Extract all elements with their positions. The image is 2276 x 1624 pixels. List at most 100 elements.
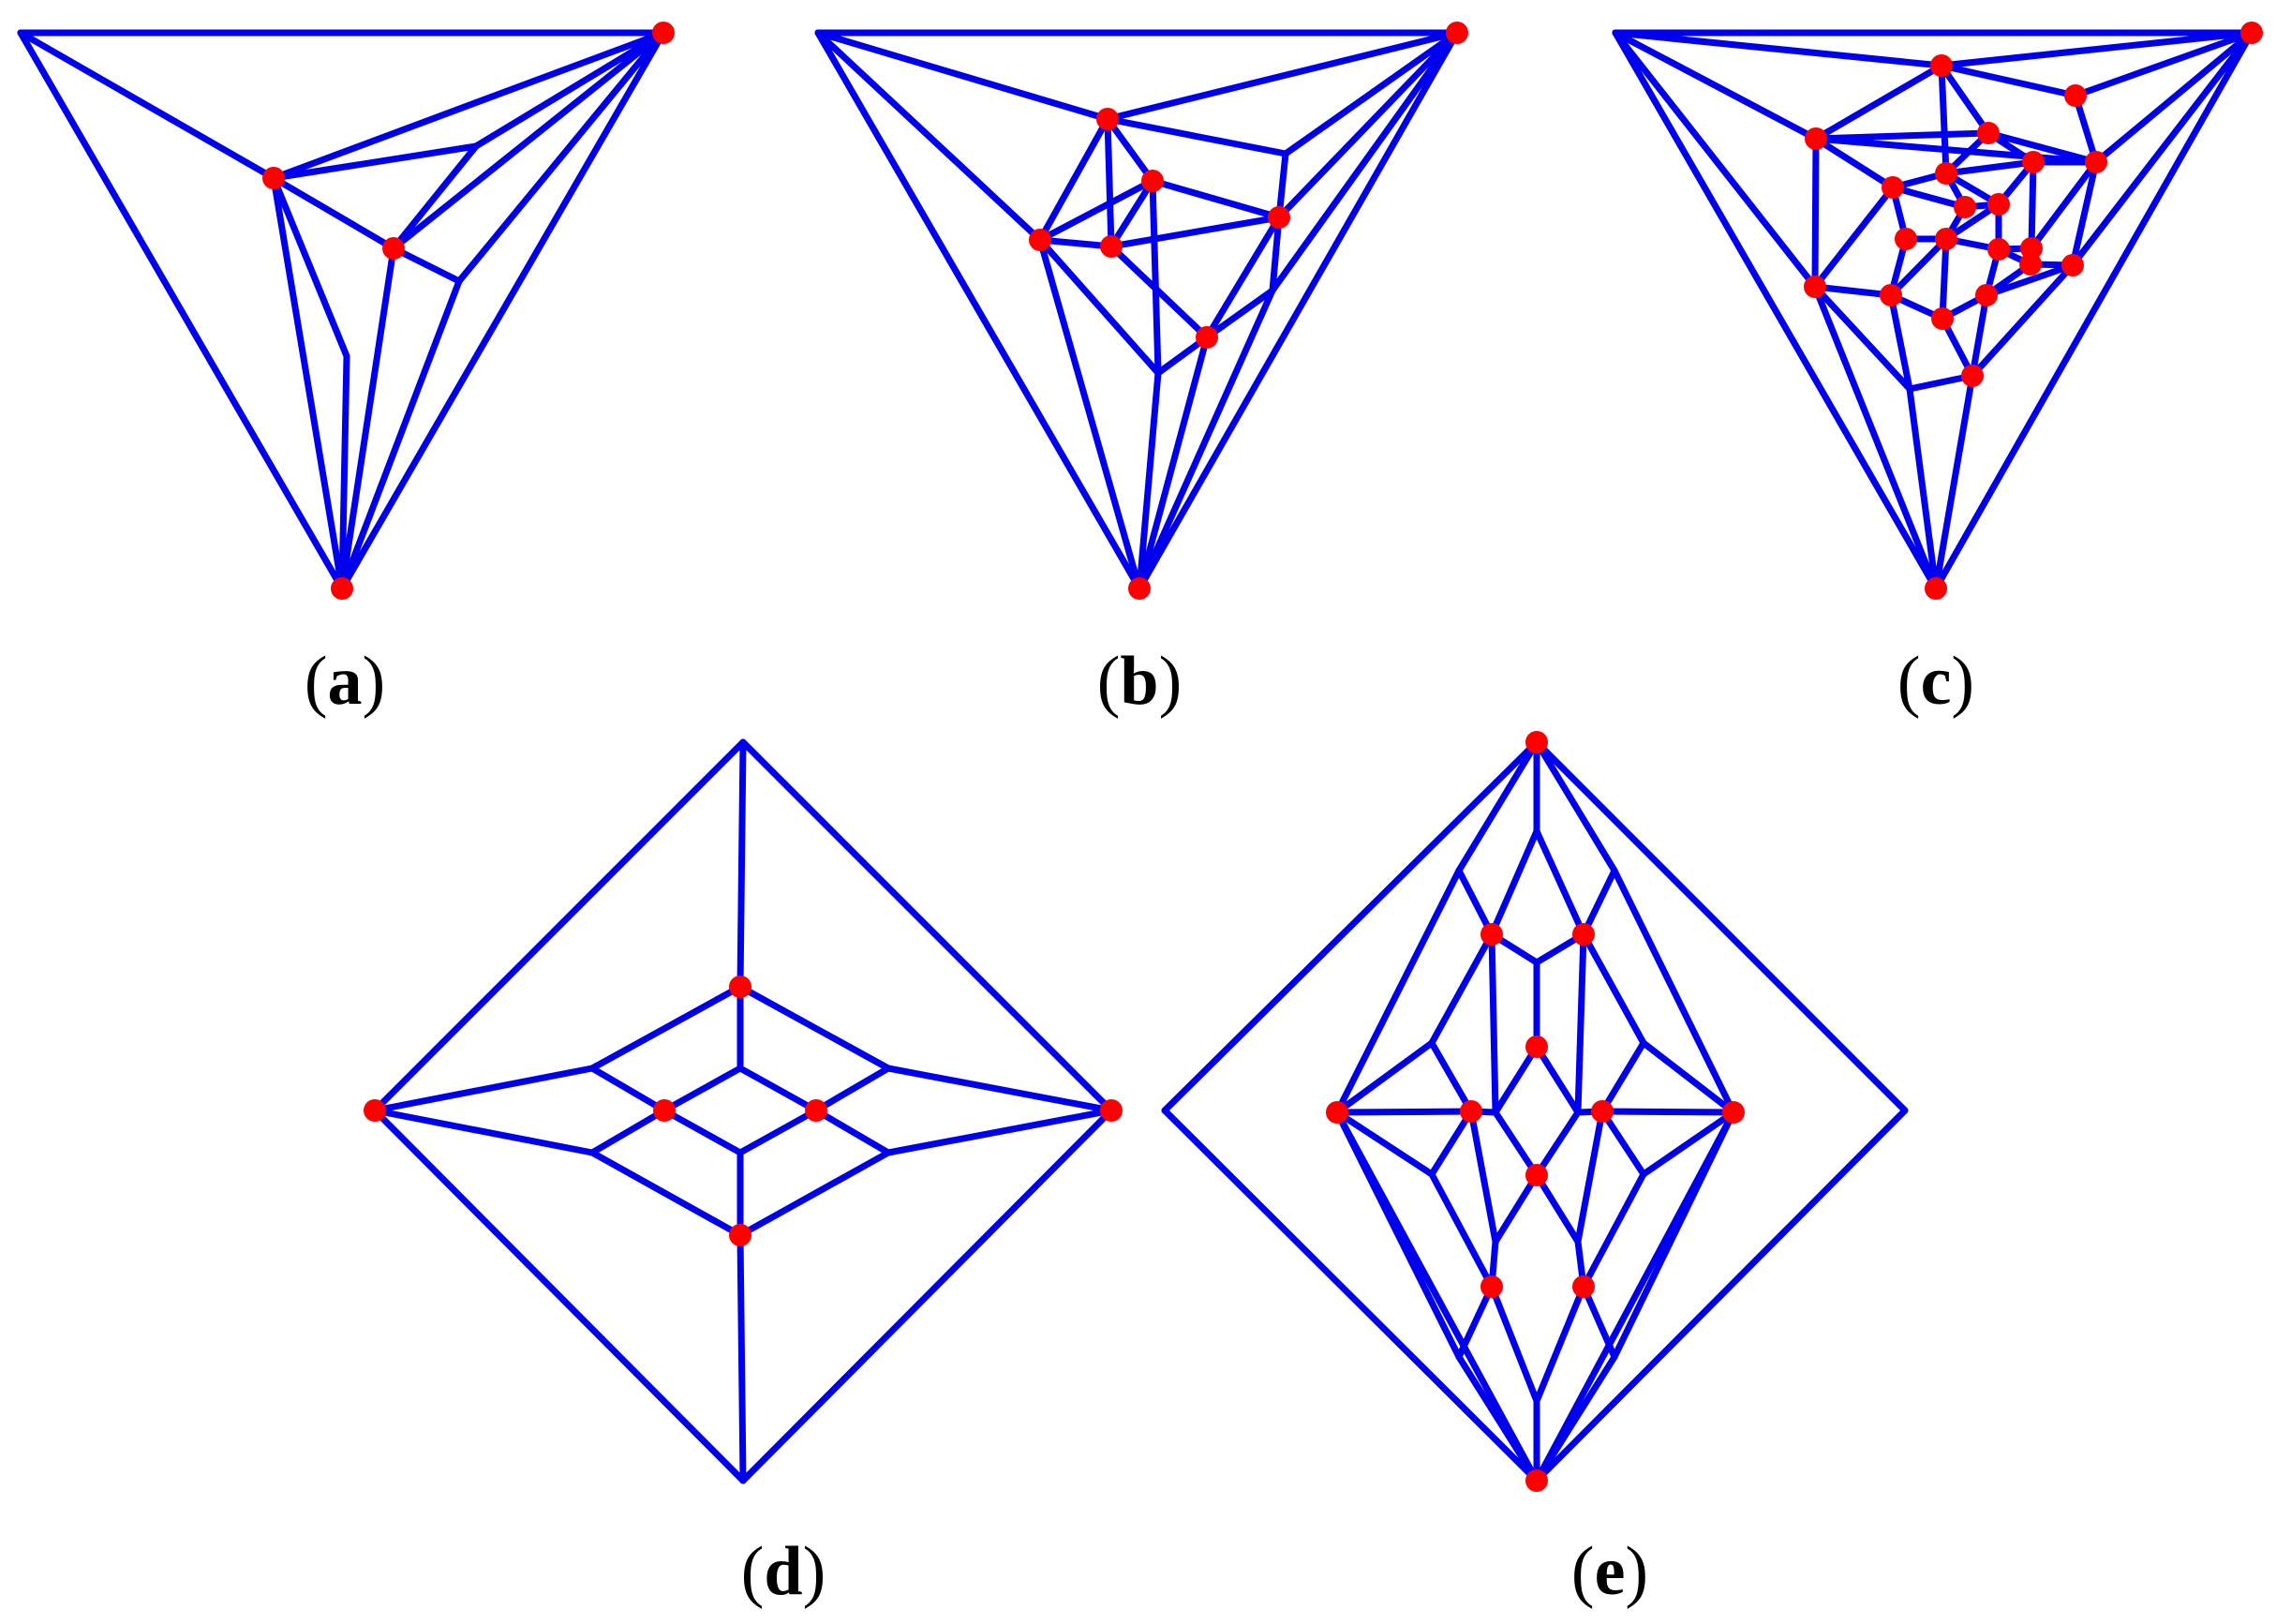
- panel-b-vertex-8: [1196, 326, 1218, 349]
- panel-c-edge-30: [1942, 158, 2037, 177]
- panel-e-edge-7: [1333, 867, 1463, 1116]
- panel-c-vertex-11: [1882, 176, 1904, 199]
- panel-e-vertex-5: [1572, 923, 1595, 946]
- panel-a-vertex-1: [652, 22, 675, 44]
- panel-c-vertex-10: [2022, 151, 2045, 173]
- panel-d-edge-3: [371, 738, 747, 1114]
- panel-c-edge-60: [1985, 129, 2100, 166]
- panel-b-edge-5: [814, 29, 1044, 244]
- panel-a-edge-14: [270, 174, 350, 360]
- panel-c-vertex-8: [2064, 84, 2087, 107]
- caption-b-letter: b: [1120, 643, 1159, 720]
- panel-d-edge-13: [736, 1149, 892, 1239]
- panel-c-edge-1: [1932, 29, 2255, 592]
- panel-a-edge-13: [338, 245, 397, 592]
- panel-b-edge-25: [1108, 214, 1283, 250]
- panel-c-vertex-18: [2020, 237, 2043, 260]
- panel-a-edge-12: [338, 277, 463, 592]
- panel-d-edge-16: [812, 1065, 892, 1114]
- panel-c-edge-45: [2028, 158, 2100, 252]
- panel-c-edge-54: [1887, 291, 1913, 393]
- panel-a-edge-4: [270, 142, 480, 182]
- panel-b-edge-10: [1275, 29, 1461, 221]
- panel-c-edge-49: [1939, 235, 1950, 322]
- panel-b-edge-27: [1149, 177, 1162, 377]
- panel-e-edge-44: [1467, 1108, 1499, 1245]
- panel-e-vertex-6: [1525, 1035, 1548, 1058]
- panel-a-vertex-4: [382, 237, 405, 260]
- panel-c-edge-61: [1938, 62, 1950, 177]
- panel-b-edge-4: [1104, 29, 1461, 123]
- panel-c-edge-59: [1983, 261, 2076, 299]
- panel-a-edge-10: [390, 245, 463, 285]
- panel-e-vertex-2: [1525, 1469, 1548, 1492]
- panel-e-edge-3: [1533, 738, 1909, 1114]
- panel-c-edge-23: [1812, 135, 2100, 166]
- panel-b-vertex-6: [1100, 235, 1123, 258]
- caption-e-close: ): [1625, 1533, 1649, 1610]
- panel-e-edge-24: [1428, 1039, 1475, 1115]
- panel-b-edge-1: [1136, 29, 1461, 592]
- panel-e-vertex-8: [1591, 1100, 1614, 1123]
- panel-c-vertex-20: [1931, 307, 1954, 330]
- caption-d: (d): [741, 1537, 826, 1606]
- panel-c-edge-21: [1811, 135, 1820, 291]
- panel-e-edge-26: [1333, 1108, 1475, 1116]
- panel-c-edge-15: [1932, 372, 1976, 592]
- panel-c-edge-10: [2072, 92, 2100, 166]
- panel-b-vertex-7: [1268, 206, 1290, 229]
- panel-b-edge-17: [1136, 369, 1162, 592]
- panel-e-edge-20: [1428, 931, 1495, 1047]
- panel-d-edge-22: [736, 1107, 820, 1156]
- panel-c-edge-31: [1889, 184, 1969, 211]
- panel-e-edge-13: [1455, 867, 1495, 938]
- panel-a-edge-16: [270, 174, 346, 592]
- panel-b-edge-19: [1036, 115, 1111, 244]
- panel-c-vertex-6: [1961, 365, 1984, 387]
- panel-e-graph: [1161, 731, 1909, 1492]
- panel-c-vertex-22: [2019, 253, 2042, 276]
- panel-d-edge-4: [736, 738, 747, 991]
- panel-e-edge-50: [1488, 1283, 1540, 1405]
- panel-e-edge-49: [1533, 1353, 1618, 1484]
- panel-a-edge-8: [390, 29, 667, 252]
- panel-c-vertex-17: [1987, 238, 2010, 261]
- caption-e-letter: e: [1594, 1533, 1626, 1610]
- panel-c-vertex-9: [1977, 122, 2000, 144]
- panel-c-vertex-7: [2085, 151, 2107, 173]
- panel-c-edge-16: [1906, 385, 1940, 592]
- panel-c-graph: [1612, 22, 2263, 600]
- panel-d-edge-8: [371, 1107, 596, 1156]
- caption-a-close: ): [362, 643, 386, 720]
- caption-d-open: (: [740, 1533, 765, 1610]
- panel-e-edge-32: [1428, 1108, 1475, 1178]
- caption-b-close: ): [1158, 643, 1183, 720]
- panel-e-edge-18: [1488, 931, 1499, 1116]
- panel-e-edge-46: [1455, 1283, 1495, 1361]
- panel-b-edge-15: [1136, 334, 1211, 592]
- caption-e: (e): [1571, 1537, 1648, 1606]
- panel-c-edge-20: [1812, 135, 1897, 191]
- caption-c-letter: c: [1920, 643, 1952, 720]
- panel-d-edge-11: [736, 983, 892, 1072]
- panel-b-graph: [814, 22, 1468, 600]
- panel-c-edge-12: [2069, 158, 2100, 269]
- panel-a-edge-5: [472, 29, 667, 150]
- panel-d-edge-6: [371, 1065, 596, 1114]
- panel-d-vertex-3: [364, 1099, 386, 1122]
- panel-d-edge-5: [736, 1231, 747, 1484]
- panel-e-edge-47: [1580, 1283, 1618, 1361]
- panel-b-edge-18: [1104, 115, 1156, 185]
- panel-e-edge-29: [1533, 1043, 1582, 1116]
- panel-e-edge-8: [1611, 867, 1737, 1116]
- panel-e-edge-37: [1580, 1170, 1647, 1290]
- panel-c-vertex-23: [2061, 254, 2084, 276]
- panel-c-edge-57: [1969, 291, 1990, 380]
- panel-c-vertex-13: [1954, 196, 1976, 218]
- caption-a: (a): [305, 647, 385, 716]
- panel-e-edge-54: [1611, 1109, 1737, 1361]
- panel-e-edge-27: [1599, 1108, 1737, 1116]
- panel-c-edge-24: [1938, 62, 1992, 137]
- panel-e-edge-2: [1533, 1107, 1909, 1484]
- panel-b-edge-7: [1104, 115, 1289, 157]
